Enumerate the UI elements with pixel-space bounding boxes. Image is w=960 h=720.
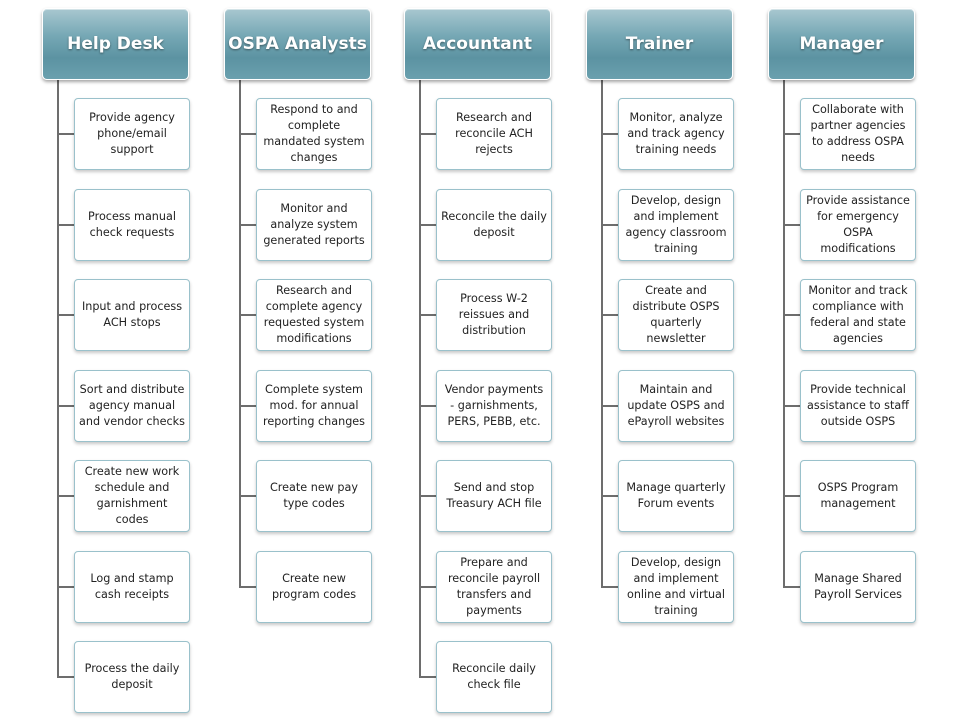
task-box: Create new pay type codes (256, 460, 372, 532)
task-box: Vendor payments - garnishments, PERS, PE… (436, 369, 552, 442)
connector-spine (239, 78, 241, 587)
connector-spine (57, 78, 59, 677)
task-box: Reconcile the daily deposit (436, 188, 552, 261)
task-box: Complete system mod. for annual reportin… (256, 369, 372, 442)
task-box: Respond to and complete mandated system … (256, 98, 372, 170)
connector-stub (601, 585, 618, 588)
connector-spine (601, 78, 603, 587)
connector-stub (601, 404, 618, 407)
connector-stub (419, 495, 436, 497)
task-box: Input and process ACH stops (74, 279, 190, 351)
task-box: Process the daily deposit (74, 641, 190, 713)
task-box: Provide assistance for emergency OSPA mo… (800, 188, 916, 261)
connector-stub (783, 495, 800, 497)
connector-stub (783, 133, 800, 135)
task-box: Provide agency phone/email support (74, 98, 190, 170)
connector-stub (57, 223, 74, 226)
connector-stub (239, 133, 256, 135)
task-box: Log and stamp cash receipts (74, 550, 190, 623)
task-box: Manage quarterly Forum events (618, 460, 734, 532)
connector-stub (57, 495, 74, 497)
connector-stub (419, 585, 436, 588)
connector-stub (239, 585, 256, 588)
task-box: Provide technical assistance to staff ou… (800, 369, 916, 442)
connector-stub (601, 133, 618, 135)
connector-spine (783, 78, 785, 587)
connector-stub (239, 404, 256, 407)
connector-stub (601, 495, 618, 497)
connector-stub (57, 314, 74, 316)
connector-stub (239, 223, 256, 226)
task-box: Create new program codes (256, 550, 372, 623)
connector-stub (419, 133, 436, 135)
connector-stub (419, 223, 436, 226)
task-box: Sort and distribute agency manual and ve… (74, 369, 190, 442)
connector-stub (601, 314, 618, 316)
column-header-manager: Manager (768, 8, 915, 80)
task-box: Monitor and analyze system generated rep… (256, 188, 372, 261)
column-header-help-desk: Help Desk (42, 8, 189, 80)
task-box: Develop, design and implement agency cla… (618, 188, 734, 261)
task-box: Prepare and reconcile payroll transfers … (436, 550, 552, 623)
connector-stub (419, 314, 436, 316)
connector-stub (783, 404, 800, 407)
connector-stub (57, 585, 74, 588)
connector-stub (57, 676, 74, 678)
column-header-trainer: Trainer (586, 8, 733, 80)
task-box: Monitor, analyze and track agency traini… (618, 98, 734, 170)
connector-stub (783, 223, 800, 226)
task-box: Research and complete agency requested s… (256, 279, 372, 351)
task-box: Process manual check requests (74, 188, 190, 261)
task-box: Research and reconcile ACH rejects (436, 98, 552, 170)
connector-stub (57, 133, 74, 135)
task-box: Manage Shared Payroll Services (800, 550, 916, 623)
task-box: Send and stop Treasury ACH file (436, 460, 552, 532)
connector-stub (239, 495, 256, 497)
task-box: Process W-2 reissues and distribution (436, 279, 552, 351)
connector-stub (419, 404, 436, 407)
column-header-accountant: Accountant (404, 8, 551, 80)
connector-stub (239, 314, 256, 316)
connector-stub (783, 585, 800, 588)
task-box: Create and distribute OSPS quarterly new… (618, 279, 734, 351)
connector-stub (419, 676, 436, 678)
connector-stub (57, 404, 74, 407)
column-header-ospa-analysts: OSPA Analysts (224, 8, 371, 80)
task-box: Develop, design and implement online and… (618, 550, 734, 623)
task-box: Collaborate with partner agencies to add… (800, 98, 916, 170)
task-box: Reconcile daily check file (436, 641, 552, 713)
connector-stub (783, 314, 800, 316)
task-box: OSPS Program management (800, 460, 916, 532)
task-box: Monitor and track compliance with federa… (800, 279, 916, 351)
connector-stub (601, 223, 618, 226)
task-box: Maintain and update OSPS and ePayroll we… (618, 369, 734, 442)
task-box: Create new work schedule and garnishment… (74, 460, 190, 532)
connector-spine (419, 78, 421, 677)
